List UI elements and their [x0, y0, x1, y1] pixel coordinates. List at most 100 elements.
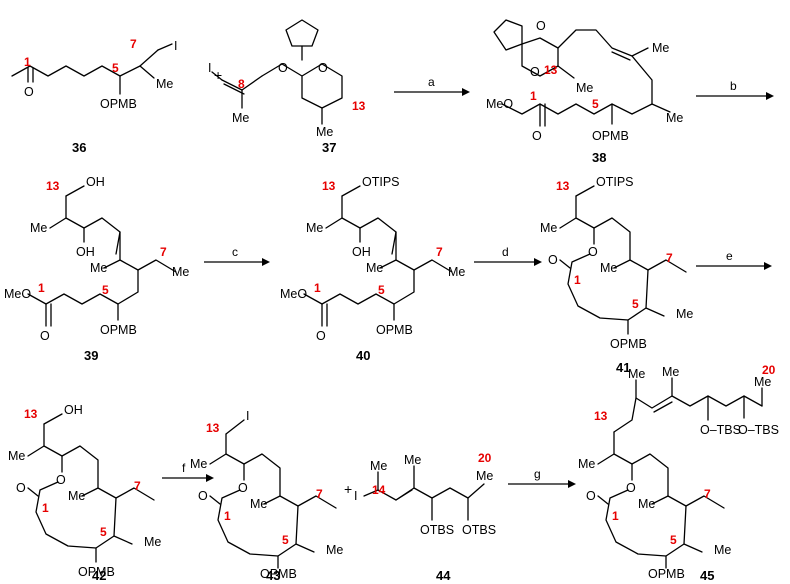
methyl-label: Me	[190, 457, 207, 471]
opmb-label: OPMB	[592, 129, 629, 143]
opmb-label: OPMB	[376, 323, 413, 337]
compound-40: OTIPS OH Me Me Me MeO O OPMB 13 7 1 5 40	[280, 175, 465, 363]
methyl-label: Me	[316, 125, 333, 139]
opmb-label: OPMB	[260, 567, 297, 581]
carbon-number: 5	[592, 97, 599, 111]
methyl-label: Me	[578, 457, 595, 471]
methyl-label: Me	[652, 41, 669, 55]
opmb-label: OPMB	[78, 565, 115, 579]
compound-id: 36	[72, 140, 86, 155]
carbon-number: 20	[762, 363, 776, 377]
iodine-label: I	[174, 39, 177, 53]
reagent-label: e	[726, 249, 733, 263]
compound-id: 44	[436, 568, 451, 583]
otbs-label: O–TBS	[700, 423, 741, 437]
oxygen-label: O	[530, 65, 540, 79]
methyl-label: Me	[600, 261, 617, 275]
hydroxyl-label: OH	[86, 175, 105, 189]
oxygen-label: O	[56, 473, 66, 487]
carbon-number: 5	[378, 283, 385, 297]
methoxy-label: MeO	[4, 287, 31, 301]
reagent-label: d	[502, 245, 509, 259]
methyl-label: Me	[638, 497, 655, 511]
reagent-label: a	[428, 75, 435, 89]
plus-sign: +	[344, 481, 352, 497]
carbon-number: 7	[704, 487, 711, 501]
oxygen-label: O	[548, 253, 558, 267]
methyl-label: Me	[576, 81, 593, 95]
compound-37: I Me Me O O 8 13 37	[208, 19, 366, 155]
carbon-number: 7	[436, 245, 443, 259]
iodine-label: I	[246, 409, 249, 423]
carbon-number: 13	[24, 407, 38, 421]
methyl-label: Me	[144, 535, 161, 549]
methyl-label: Me	[448, 265, 465, 279]
methyl-label: Me	[404, 453, 421, 467]
carbon-number: 1	[42, 501, 49, 515]
plus-sign: +	[214, 67, 222, 83]
oxygen-label: O	[588, 245, 598, 259]
compound-id: 43	[266, 568, 280, 583]
carbon-number: 13	[594, 409, 608, 423]
methoxy-label: MeO	[486, 97, 513, 111]
carbon-number: 5	[670, 533, 677, 547]
reagent-label: f	[182, 461, 186, 475]
oxygen-label: O	[626, 481, 636, 495]
carbon-number: 1	[574, 273, 581, 287]
compound-id: 37	[322, 140, 336, 155]
compound-41: OTIPS O O Me Me Me OPMB 13 7 1 5 41	[540, 175, 693, 375]
carbon-number: 1	[224, 509, 231, 523]
carbon-number: 5	[282, 533, 289, 547]
oxygen-label: O	[16, 481, 26, 495]
compound-id: 45	[700, 568, 714, 583]
otips-label: OTIPS	[362, 175, 400, 189]
iodine-label: I	[354, 489, 357, 503]
otbs-label: O–TBS	[738, 423, 779, 437]
compound-id: 41	[616, 360, 630, 375]
methyl-label: Me	[8, 449, 25, 463]
methoxy-label: MeO	[280, 287, 307, 301]
methyl-label: Me	[662, 365, 679, 379]
oxygen-label: O	[536, 19, 546, 33]
methyl-label: Me	[628, 367, 645, 381]
compound-id: 40	[356, 348, 370, 363]
compound-id: 38	[592, 150, 606, 165]
opmb-label: OPMB	[648, 567, 685, 581]
oxygen-label: O	[278, 61, 288, 75]
methyl-label: Me	[156, 77, 173, 91]
carbon-number: 1	[612, 509, 619, 523]
methyl-label: Me	[754, 375, 771, 389]
compound-44: Me I Me Me OTBS OTBS 14 20 44	[354, 451, 496, 583]
carbon-number: 7	[160, 245, 167, 259]
oxygen-label: O	[238, 481, 248, 495]
methyl-label: Me	[306, 221, 323, 235]
compound-id: 42	[92, 568, 106, 583]
reagent-label: g	[534, 467, 541, 481]
carbon-number: 5	[102, 283, 109, 297]
methyl-label: Me	[366, 261, 383, 275]
compound-36: O I Me OPMB 1 5 7 36	[11, 37, 177, 155]
methyl-label: Me	[90, 261, 107, 275]
oxygen-label: O	[532, 129, 542, 143]
oxygen-label: O	[198, 489, 208, 503]
methyl-label: Me	[540, 221, 557, 235]
oxygen-label: O	[318, 61, 328, 75]
hydroxyl-label: OH	[352, 245, 371, 259]
otips-label: OTIPS	[596, 175, 634, 189]
hydroxyl-label: OH	[76, 245, 95, 259]
compound-38: O O Me Me Me MeO O OPMB 13 1 5 38	[486, 19, 683, 165]
oxygen-label: O	[586, 489, 596, 503]
opmb-label: OPMB	[100, 323, 137, 337]
reagent-label: b	[730, 79, 737, 93]
hydroxyl-label: OH	[64, 403, 83, 417]
carbon-number: 7	[130, 37, 137, 51]
methyl-label: Me	[232, 111, 249, 125]
methyl-label: Me	[476, 469, 493, 483]
carbon-number: 7	[134, 479, 141, 493]
carbon-number: 13	[46, 179, 60, 193]
carbon-number: 5	[112, 61, 119, 75]
otbs-label: OTBS	[420, 523, 454, 537]
carbon-number: 1	[24, 55, 31, 69]
methyl-label: Me	[172, 265, 189, 279]
